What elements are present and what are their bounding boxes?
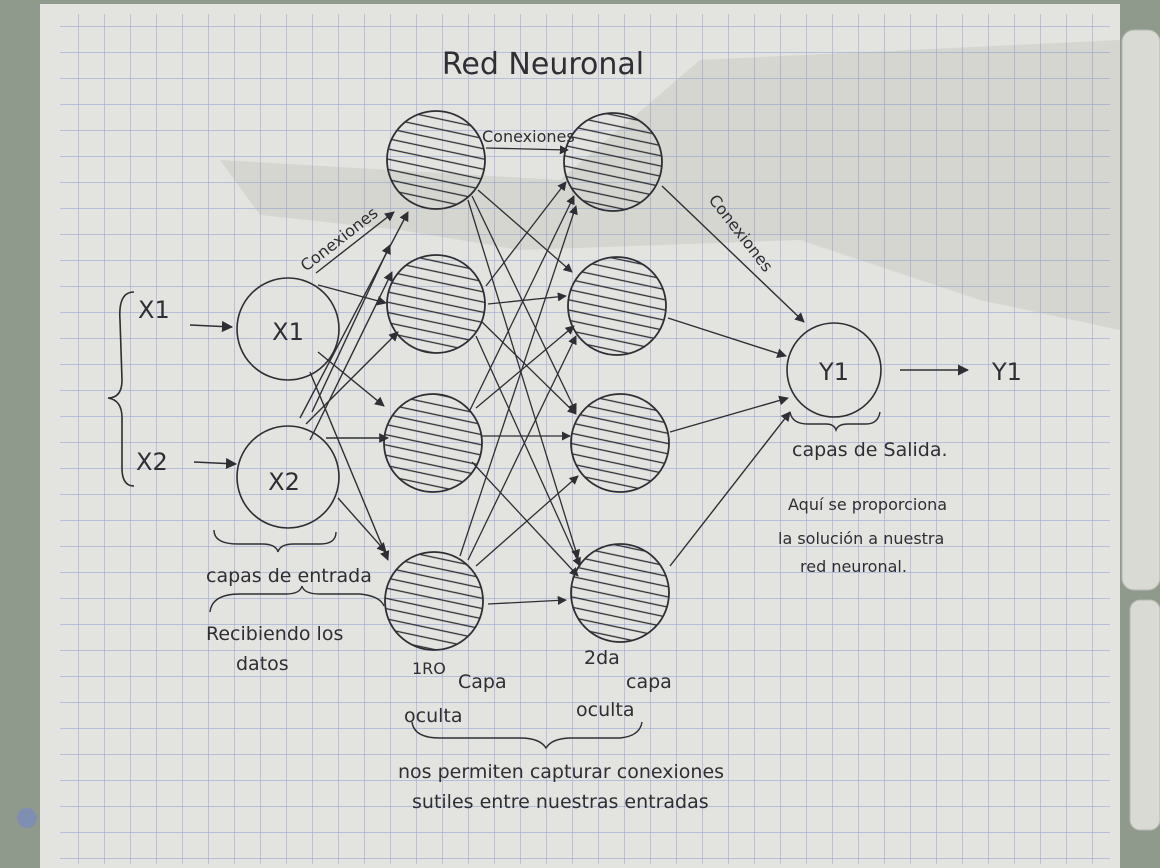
hidden2-label-line2: capa <box>626 671 672 693</box>
connections-label-hidden: Conexiones <box>482 127 575 146</box>
node-label-x1: X1 <box>272 318 304 346</box>
hidden-layer-1 <box>383 110 486 651</box>
hidden1-to-hidden2-connections <box>459 145 581 605</box>
shadow-overlay <box>220 40 1120 330</box>
hidden-desc-line1: nos permiten capturar conexiones <box>398 761 724 783</box>
hidden-desc-line2: sutiles entre nuestras entradas <box>412 791 709 813</box>
page-edge <box>1121 29 1160 591</box>
input-layer-label: capas de entrada <box>206 565 372 587</box>
input-to-hidden1-connections <box>299 211 409 561</box>
hidden2-neuron <box>563 112 663 212</box>
input-label-x2: X2 <box>136 448 168 476</box>
input-label-x1: X1 <box>138 296 170 324</box>
hidden2-neuron <box>567 256 667 356</box>
input-node-x1 <box>236 277 340 381</box>
input-node-x2 <box>236 425 340 529</box>
hidden-layer-2 <box>563 112 670 643</box>
output-desc-line1: Aquí se proporciona <box>788 495 947 514</box>
diagram-title: Red Neuronal <box>442 47 644 82</box>
hidden2-label-line3: oculta <box>576 699 634 721</box>
output-layer-brace <box>789 411 881 433</box>
hidden1-label-line3: oculta <box>404 705 462 727</box>
binder-hole-icon <box>17 808 37 828</box>
output-result-label: Y1 <box>991 358 1022 386</box>
output-desc-line3: red neuronal. <box>800 557 907 576</box>
page-edge <box>1129 599 1160 831</box>
hidden1-label-line1: 1RO <box>412 659 446 678</box>
output-desc-line2: la solución a nuestra <box>778 529 944 548</box>
input-arrows <box>189 320 238 470</box>
output-layer-label: capas de Salida. <box>792 439 948 461</box>
input-bracket <box>107 291 135 487</box>
input-layer-brace <box>213 529 337 553</box>
hidden1-neuron <box>386 110 486 210</box>
node-label-y1: Y1 <box>818 358 849 386</box>
hidden1-neuron <box>386 254 486 354</box>
receiving-label-line2: datos <box>236 653 289 675</box>
output-node <box>786 322 882 418</box>
hidden1-neuron <box>383 393 483 493</box>
node-label-x2: X2 <box>268 468 300 496</box>
receiving-brace <box>209 585 385 613</box>
hidden2-label-line1: 2da <box>584 647 620 669</box>
hidden2-neuron <box>570 543 670 643</box>
hidden-layers-brace <box>411 721 643 750</box>
hidden1-label-line2: Capa <box>458 671 507 693</box>
hidden2-to-output-connections <box>661 185 805 567</box>
hidden1-neuron <box>384 551 484 651</box>
hidden2-neuron <box>570 393 670 493</box>
receiving-label-line1: Recibiendo los <box>206 623 343 645</box>
